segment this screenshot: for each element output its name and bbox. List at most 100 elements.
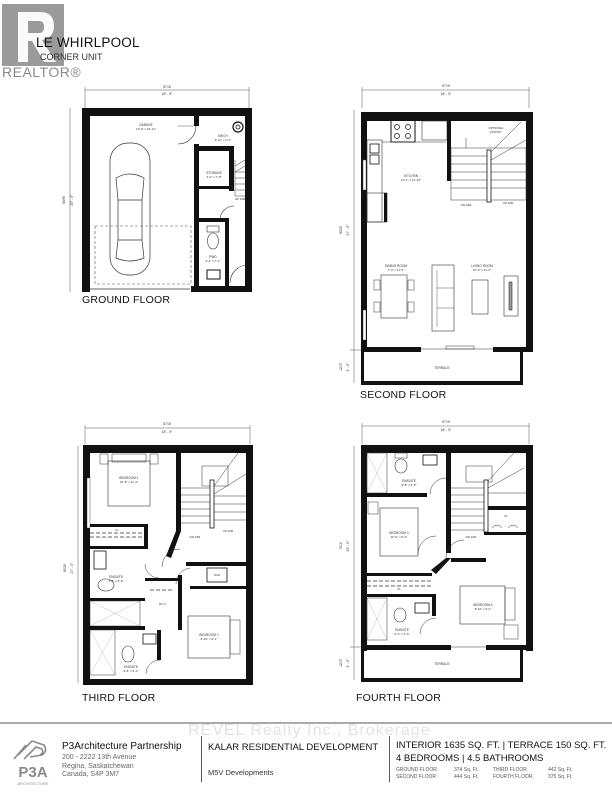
svg-text:5'-11" x 2'-4": 5'-11" x 2'-4" <box>215 138 232 142</box>
svg-text:6096: 6096 <box>62 196 66 204</box>
svg-text:CL: CL <box>504 514 508 518</box>
svg-text:8'-10" x 9'-1": 8'-10" x 9'-1" <box>201 637 218 641</box>
footer-separator <box>201 736 202 782</box>
svg-text:18' - 9": 18' - 9" <box>441 428 453 432</box>
realtor-r-icon <box>2 4 64 66</box>
svg-text:DINING ROOM: DINING ROOM <box>385 264 407 268</box>
svg-text:UP 16R: UP 16R <box>223 529 234 533</box>
p3a-logo-text: P3A <box>18 764 47 781</box>
svg-text:MECH: MECH <box>218 134 228 138</box>
floor-area-value: 375 Sq. Ft. <box>548 774 573 780</box>
svg-text:18' - 9": 18' - 9" <box>441 92 453 96</box>
svg-text:BEDROOM 2: BEDROOM 2 <box>199 633 218 637</box>
realtor-logo: REALTOR® <box>0 0 81 86</box>
floor-area-label: FOURTH FLOOR <box>493 774 533 780</box>
address-line: Canada, S4P 3M7 <box>62 771 120 778</box>
svg-text:PANTRY: PANTRY <box>490 130 502 134</box>
svg-text:8230: 8230 <box>339 226 343 234</box>
area-summary: INTERIOR 1635 SQ. FT. | TERRACE 150 SQ. … <box>396 740 607 751</box>
svg-text:CL: CL <box>115 528 119 532</box>
svg-text:5715: 5715 <box>442 420 450 424</box>
svg-text:9'-8" x 5'-8": 9'-8" x 5'-8" <box>401 483 416 487</box>
brokerage-watermark: REVEL Realty Inc., Brokerage <box>188 722 431 739</box>
svg-text:DN 16R: DN 16R <box>190 535 202 539</box>
svg-text:STORAGE: STORAGE <box>206 171 222 175</box>
svg-text:OPTIONAL: OPTIONAL <box>488 126 504 130</box>
second-floor-label: SECOND FLOOR <box>360 389 447 401</box>
footer-separator <box>389 736 390 782</box>
footer-divider <box>0 722 612 724</box>
floor-area-value: 374 Sq. Ft. <box>454 767 479 773</box>
svg-text:BEDROOM 3: BEDROOM 3 <box>389 531 408 535</box>
svg-text:W/D: W/D <box>214 573 221 577</box>
address-line: Regina, Saskatchewan <box>62 762 134 770</box>
svg-text:10'-8" x 11'-1": 10'-8" x 11'-1" <box>120 480 138 484</box>
fourth-floor-plan: 5715 18' - 9" 7010 23' - 0" 1219 4' - 0" <box>336 418 542 693</box>
svg-text:UP 16R: UP 16R <box>235 197 246 201</box>
svg-text:ENSUITE: ENSUITE <box>124 665 138 669</box>
svg-text:BEDROOM 1: BEDROOM 1 <box>119 476 138 480</box>
svg-text:3'-2" x 7'-8": 3'-2" x 7'-8" <box>206 175 221 179</box>
svg-text:4' - 0": 4' - 0" <box>346 658 350 668</box>
svg-text:5715: 5715 <box>442 84 450 88</box>
third-floor-plan: 5715 18' - 9" 8230 27' - 0" <box>60 418 260 693</box>
address-line: 200 - 2222 13th Avenue <box>62 754 137 761</box>
svg-text:ENSUITE: ENSUITE <box>395 628 409 632</box>
firm-address: 200 - 2222 13th Avenue Regina, Saskatche… <box>62 754 136 780</box>
svg-text:20' - 0": 20' - 0" <box>70 194 74 206</box>
p3a-logo: P3A ARCHITECTURE <box>8 733 58 789</box>
firm-name: P3Architecture Partnership <box>62 741 182 752</box>
fourth-floor-label: FOURTH FLOOR <box>356 692 442 704</box>
svg-text:27' - 0": 27' - 0" <box>346 224 350 236</box>
svg-text:10'-1" x 14'-10": 10'-1" x 14'-10" <box>401 178 421 182</box>
svg-text:CL: CL <box>397 587 401 591</box>
plan-subtitle: CORNER UNIT <box>40 52 103 62</box>
p3a-logo-subtext: ARCHITECTURE <box>17 781 49 786</box>
second-floor-plan: 5715 18' - 9" 8230 27' - 0" 1219 4' - 0" <box>336 80 542 390</box>
svg-text:KITCHEN: KITCHEN <box>404 174 419 178</box>
svg-text:UP 16R: UP 16R <box>503 201 514 205</box>
svg-text:ENSUITE: ENSUITE <box>402 479 416 483</box>
svg-text:LIVING ROOM: LIVING ROOM <box>471 264 493 268</box>
svg-text:BEDROOM 4: BEDROOM 4 <box>473 603 492 607</box>
development-name: KALAR RESIDENTIAL DEVELOPMENT <box>208 742 379 753</box>
svg-text:W.I.C.: W.I.C. <box>159 602 167 606</box>
svg-text:TERRACE: TERRACE <box>434 662 449 666</box>
developer-name: M5V Developments <box>208 768 274 777</box>
svg-text:10'-0" x 19'-11": 10'-0" x 19'-11" <box>136 127 156 131</box>
svg-text:PWD: PWD <box>209 255 217 259</box>
svg-text:15' - 9": 15' - 9" <box>162 92 174 96</box>
svg-text:8'-8" x 5'-4": 8'-8" x 5'-4" <box>123 669 138 673</box>
svg-text:5715: 5715 <box>163 85 171 89</box>
svg-text:23' - 0": 23' - 0" <box>346 540 350 552</box>
svg-text:10'-0" x 11'-2": 10'-0" x 11'-2" <box>473 268 491 272</box>
svg-text:3'-2" x 7'-1": 3'-2" x 7'-1" <box>205 259 220 263</box>
ground-floor-label: GROUND FLOOR <box>82 294 171 306</box>
third-floor-label: THIRD FLOOR <box>82 692 156 704</box>
svg-text:7'-0" x 11'-0": 7'-0" x 11'-0" <box>388 268 405 272</box>
svg-text:6'-0" x 5'-0": 6'-0" x 5'-0" <box>394 632 409 636</box>
floor-area-label: GROUND FLOOR <box>396 767 437 773</box>
plan-title: LE WHIRLPOOL <box>36 35 140 50</box>
svg-text:TERRACE: TERRACE <box>434 366 449 370</box>
svg-text:DN 16R: DN 16R <box>461 203 473 207</box>
svg-text:8230: 8230 <box>63 564 67 572</box>
svg-text:10'-0" x 9'-0": 10'-0" x 9'-0" <box>391 535 408 539</box>
svg-text:5715: 5715 <box>163 422 171 426</box>
room-summary: 4 BEDROOMS | 4.5 BATHROOMS <box>396 753 544 764</box>
svg-text:ENSUITE: ENSUITE <box>109 575 123 579</box>
svg-text:8'-10" x 9'-0": 8'-10" x 9'-0" <box>475 607 492 611</box>
floor-area-label: THIRD FLOOR <box>493 767 527 773</box>
svg-text:GARAGE: GARAGE <box>139 123 153 127</box>
svg-text:DN 16R: DN 16R <box>466 535 478 539</box>
svg-text:7010: 7010 <box>339 542 343 550</box>
svg-text:27' - 0": 27' - 0" <box>70 562 74 574</box>
svg-text:18' - 9": 18' - 9" <box>162 430 174 434</box>
realtor-wordmark: REALTOR® <box>2 64 82 80</box>
svg-text:1219: 1219 <box>339 659 343 667</box>
floor-area-value: 442 Sq. Ft. <box>548 767 573 773</box>
floor-area-label: SECOND FLOOR <box>396 774 437 780</box>
svg-text:1219: 1219 <box>339 363 343 371</box>
svg-text:4' - 0": 4' - 0" <box>346 362 350 372</box>
ground-floor-plan: 5715 15' - 9" 6096 20' - 0" <box>60 80 260 315</box>
